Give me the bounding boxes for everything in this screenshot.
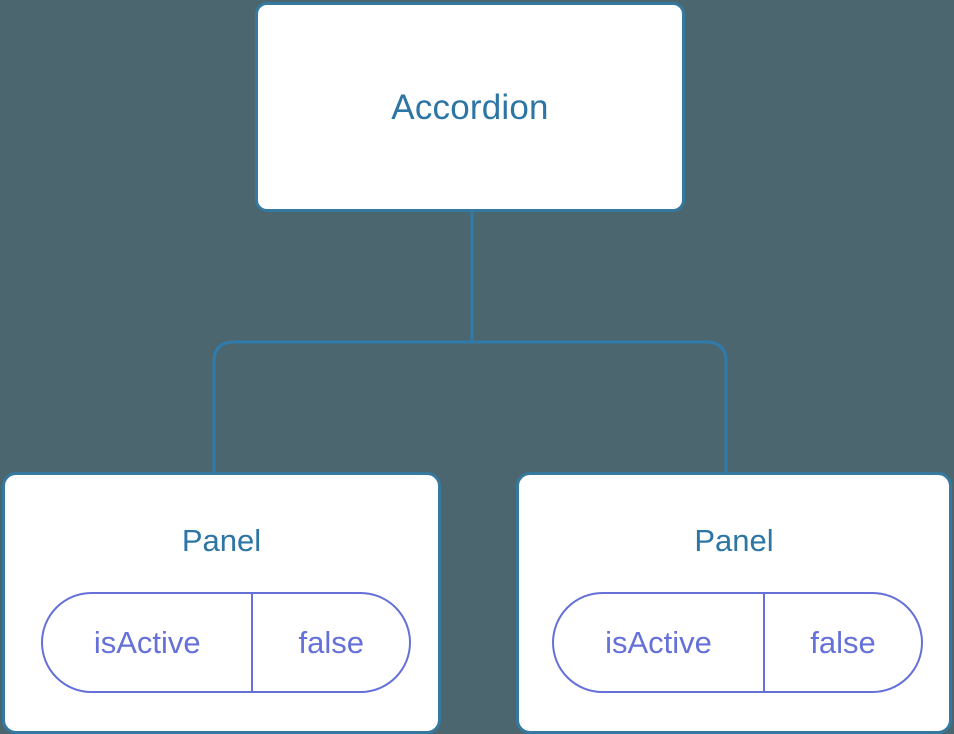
state-pill-left[interactable]: isActive false <box>41 592 411 693</box>
node-accordion[interactable]: Accordion <box>255 2 685 212</box>
state-pill-right-key: isActive <box>554 594 766 691</box>
node-panel-left[interactable]: Panel isActive false <box>2 472 441 734</box>
state-pill-left-key: isActive <box>43 594 254 691</box>
node-panel-right[interactable]: Panel isActive false <box>516 472 952 734</box>
edge-root-to-panel-right <box>472 340 728 474</box>
state-pill-right[interactable]: isActive false <box>552 592 923 693</box>
state-pill-left-value: false <box>298 625 364 660</box>
state-pill-right-value: false <box>810 625 876 660</box>
node-accordion-title: Accordion <box>391 88 549 127</box>
node-panel-left-title: Panel <box>181 523 262 558</box>
node-panel-right-title: Panel <box>694 523 774 558</box>
edge-root-to-panel-left <box>212 340 472 474</box>
